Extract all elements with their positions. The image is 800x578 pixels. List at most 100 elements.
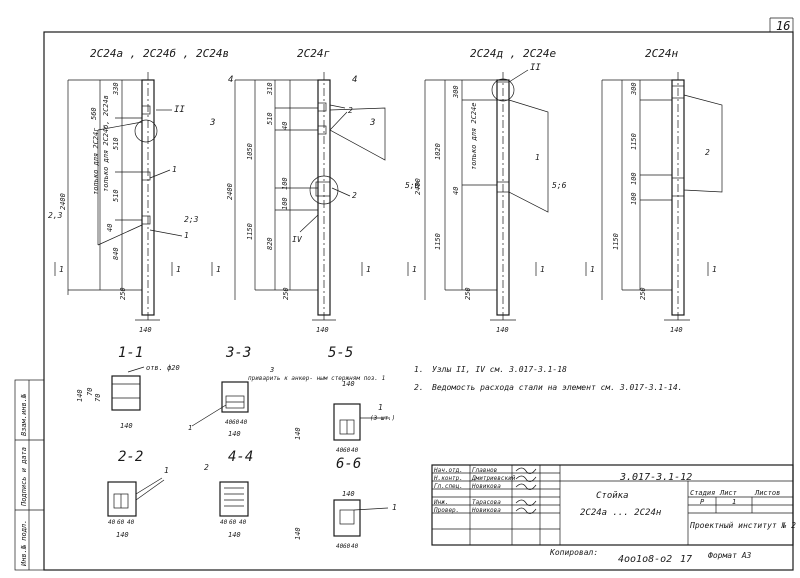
elevation-2c24n: 2С24н 2 300 1150 100 100 1150 250 140 1 … — [585, 47, 723, 334]
dim: 40 — [281, 122, 289, 130]
leader: 1 — [184, 231, 189, 240]
dim-width: 140 — [139, 326, 152, 334]
signature — [515, 483, 537, 490]
elevation-title: 2С24г — [297, 47, 330, 60]
dim-width: 140 — [670, 326, 683, 334]
section-mark: 2;3 — [184, 215, 199, 224]
sheets-label: Листов — [754, 489, 780, 497]
elevation-2c24g: 2С24г 310 510 1050 40 100 100 820 1150 2… — [209, 47, 386, 334]
dim: 40 — [108, 519, 116, 526]
dim: 1150 — [630, 133, 638, 150]
footer-sheet: 17 — [680, 554, 692, 565]
format-label: Формат А3 — [708, 551, 752, 560]
dim: 840 — [112, 247, 120, 260]
dim: 40 — [127, 519, 135, 526]
dim: 140 — [294, 527, 302, 540]
dim: 40 — [452, 187, 460, 195]
elevation-title: 2С24а , 2С24б , 2С24в — [90, 47, 229, 60]
dim-total: 2400 — [59, 193, 67, 210]
section-mark: 1 — [176, 265, 181, 274]
dim: 70 — [86, 388, 94, 396]
node-callout: IV — [292, 235, 303, 244]
sheet-number: 16 — [776, 19, 790, 33]
sheet-value: 1 — [732, 498, 736, 506]
dim: 250 — [119, 287, 127, 300]
dim: 510 — [112, 137, 120, 150]
elevation-title: 2С24д , 2С24е — [470, 47, 556, 60]
dim: 40 — [351, 447, 359, 454]
side-stamp-inv: Инв.№ подл. — [20, 520, 28, 567]
stage-label: Стадия — [690, 489, 715, 497]
dim-total: 2400 — [414, 178, 422, 195]
leader: 1 — [164, 466, 169, 475]
document-code: 3.017-3.1-12 — [619, 472, 692, 483]
leader: 1 — [172, 165, 177, 174]
dim: 140 — [342, 490, 355, 498]
dim: 140 — [228, 531, 241, 539]
dim-total: 2400 — [226, 183, 234, 200]
dim: 1020 — [434, 143, 442, 160]
section-title: 3-3 — [225, 345, 251, 361]
dim-width: 140 — [316, 326, 329, 334]
section-note-num: 3 — [269, 366, 274, 374]
section-4-4: 4-4 2 40 60 40 140 — [204, 449, 253, 539]
signature — [515, 475, 537, 482]
dim: 140 — [116, 531, 129, 539]
item-range: 2С24а ... 2С24н — [580, 508, 662, 518]
dim: 300 — [630, 82, 638, 96]
elevation-2c24d: 2С24д , 2С24е 300 1020 40 2400 1150 толь… — [405, 47, 567, 334]
organization: Проектный институт № 2 — [689, 521, 796, 530]
drawing-frame — [43, 31, 794, 571]
stamp-name: Новикова — [471, 483, 501, 490]
section-mark: 5;6 — [405, 181, 420, 190]
section-mark: 3 — [209, 118, 215, 128]
dim: 820 — [266, 237, 274, 250]
section-1-1: 1-1 отв. ф20 70 70 140 140 — [76, 345, 180, 430]
dim: 100 — [281, 177, 289, 190]
dim: 60 — [343, 447, 351, 454]
section-mark: 5;6 — [552, 181, 567, 190]
signature — [515, 499, 537, 506]
stage-value: Р — [700, 498, 705, 506]
dim: 250 — [282, 287, 290, 300]
leader: 2 — [348, 106, 353, 115]
section-mark: 1 — [216, 265, 221, 274]
elevation-2c24a: 2С24а , 2С24б , 2С24в 330 510 510 840 56… — [48, 47, 229, 334]
dim: 40 — [239, 519, 247, 526]
section-note: отв. ф20 — [146, 364, 180, 372]
node-callout: II — [530, 63, 541, 73]
leader: 1 — [188, 424, 192, 432]
dim: 60 — [229, 519, 237, 526]
dim: 1150 — [612, 233, 620, 250]
dim: 140 — [294, 427, 302, 440]
section-3-3: 3-3 3 приварить к анкер- ным стержням по… — [188, 345, 385, 438]
stamp-role: Гл.спец. — [434, 483, 463, 490]
leader: 1 — [535, 153, 540, 162]
side-stamp-sign: Подпись и дата — [20, 447, 28, 507]
dim: 140 — [342, 380, 355, 388]
stamp-name: Новикова — [471, 507, 501, 514]
note: только для 2С24б, 2С24в — [102, 95, 110, 192]
dim: 1150 — [434, 233, 442, 250]
note-number: 1. — [414, 365, 424, 374]
section-title: 6-6 — [336, 456, 361, 472]
dim: 70 — [94, 394, 102, 402]
section-title: 4-4 — [228, 449, 253, 465]
stamp-name: Главнов — [472, 467, 498, 474]
note: только для 2С24е — [470, 103, 478, 170]
section-5-5: 5-5 140 140 40 60 40 1 (3 шт.) — [294, 345, 395, 454]
section-title: 1-1 — [118, 345, 143, 361]
dim: 1050 — [246, 143, 254, 160]
dim: 310 — [266, 82, 274, 96]
dim: 250 — [639, 287, 647, 300]
side-stamp-repl: Взам.инв.№ — [20, 393, 28, 436]
elevation-title: 2С24н — [645, 47, 678, 60]
leader: 2 — [352, 191, 357, 200]
dim: 60 — [232, 419, 240, 426]
note-text: Узлы II, IV см. 3.017-3.1-18 — [432, 365, 567, 374]
section-mark: 1 — [366, 265, 371, 274]
section-mark: 4 — [228, 75, 233, 85]
section-mark: 1 — [59, 265, 64, 274]
dim: 330 — [112, 82, 120, 96]
stamp-name: Тарасова — [472, 499, 501, 506]
